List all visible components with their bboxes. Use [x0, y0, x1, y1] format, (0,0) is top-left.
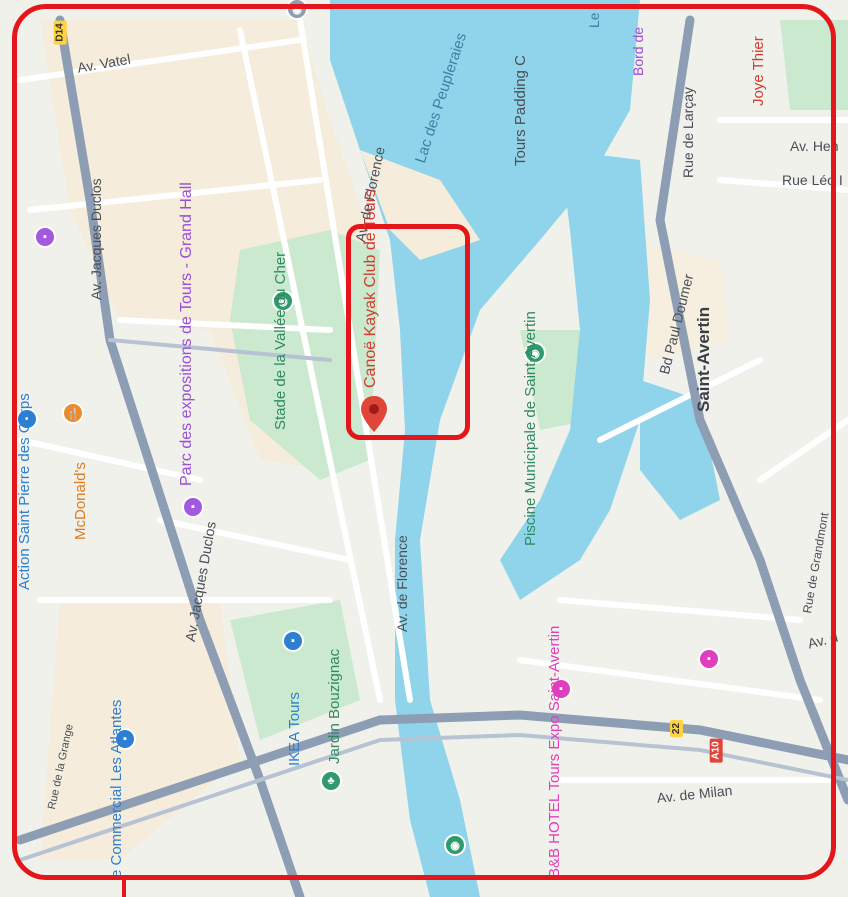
road-label-henri: Av. Hen [790, 138, 839, 154]
marker-icon[interactable]: ◉ [288, 0, 306, 18]
road-label-larcay: Rue de Larçay [680, 86, 696, 178]
road-shield-22: 22 [670, 719, 684, 738]
poi-label-jardin: Jardin Bouzignac [326, 648, 343, 764]
hotel-icon[interactable]: ▪ [700, 650, 718, 668]
restaurant-icon[interactable]: 🍴 [64, 404, 82, 422]
poi-label-commercial: e Commercial Les Atlantes [108, 699, 125, 878]
road-label-leo: Rue Léo I [782, 172, 843, 188]
road-label-florence-south: Av. de Florence [394, 535, 410, 632]
pool-icon[interactable]: ◉ [526, 344, 544, 362]
shopping-icon[interactable]: ▪ [116, 730, 134, 748]
hotel-icon[interactable]: ▪ [552, 680, 570, 698]
poi-label-bb: B&B HOTEL Tours Expo Saint-Avertin [546, 625, 563, 878]
urban-zone [40, 600, 240, 860]
lake-peupleraies [470, 0, 640, 240]
park-area [780, 20, 848, 110]
sandbar [360, 150, 480, 260]
shopping-icon[interactable]: ▪ [284, 632, 302, 650]
road-label-bord: Bord de [630, 26, 646, 76]
highlight-box [346, 224, 470, 440]
tree-icon[interactable]: ♣ [322, 772, 340, 790]
shopping-icon[interactable]: ▪ [36, 228, 54, 246]
shopping-icon[interactable]: ▪ [18, 410, 36, 428]
map-pin-icon[interactable] [358, 394, 390, 434]
park-area [230, 600, 360, 740]
poi-label-joye: Joye Thier [750, 36, 767, 106]
poi-label-mcdonalds: McDonald's [72, 462, 89, 540]
poi-label-ikea: IKEA Tours [286, 692, 303, 766]
building-icon[interactable]: ▪ [184, 498, 202, 516]
poi-label-canoe: Canoë Kayak Club de Tours [362, 189, 379, 388]
frame-tail [122, 878, 126, 897]
poi-label-stade: Stade de la Vallée du Cher [272, 251, 289, 430]
river-branch [500, 150, 650, 600]
stadium-icon[interactable]: ◉ [274, 292, 292, 310]
road-label-duclos-north: Av. Jacques Duclos [88, 178, 104, 300]
poi-label-piscine: Piscine Municipale de Saint-Avertin [522, 311, 539, 546]
poi-label-parc: Parc des expositions de Tours - Grand Ha… [178, 182, 195, 486]
poi-label-action: Action Saint Pierre des Corps [16, 393, 33, 590]
town-label: Saint-Avertin [694, 306, 713, 412]
road-shield-d14: D14 [53, 20, 67, 45]
road-shield-a10: A10 [709, 738, 723, 763]
water-label-paddling: Tours Padding C [512, 55, 529, 166]
water-label-le: Le [586, 12, 602, 28]
park-icon[interactable]: ◉ [446, 836, 464, 854]
